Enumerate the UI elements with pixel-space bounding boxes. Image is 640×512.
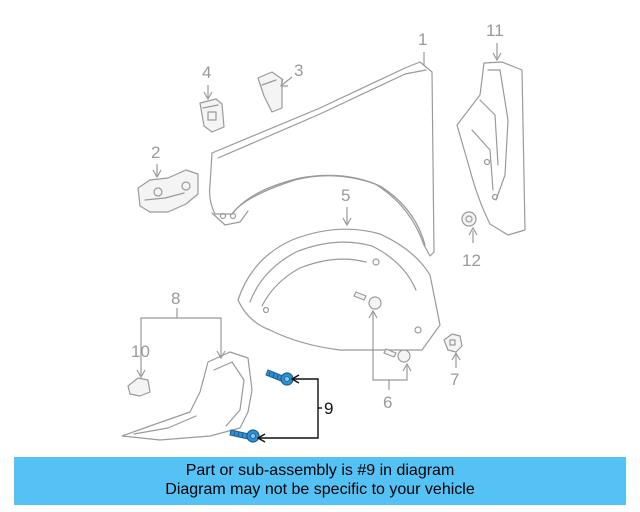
- callout-6: 6: [383, 393, 392, 412]
- callout-12: 12: [462, 251, 481, 270]
- fender-part-1[interactable]: [208, 61, 435, 257]
- callout-4: 4: [202, 63, 211, 82]
- bolt-upper: [265, 369, 294, 386]
- bolt-lower: [229, 429, 260, 443]
- fender-liner-part-5[interactable]: [237, 228, 441, 351]
- bracket-part-2[interactable]: [137, 169, 199, 213]
- callout-3: 3: [294, 61, 303, 80]
- info-banner: Part or sub-assembly is #9 in diagram Di…: [14, 457, 626, 505]
- callout-11: 11: [486, 21, 504, 40]
- side-seal-part-11[interactable]: [456, 61, 526, 236]
- callout-1: 1: [418, 30, 427, 49]
- lower-shield-part-8[interactable]: [121, 351, 253, 441]
- callout-5: 5: [341, 186, 350, 205]
- callout-8: 8: [171, 289, 180, 308]
- callout-9: 9: [324, 399, 333, 418]
- clip-part-10[interactable]: [127, 377, 151, 397]
- callout-10: 10: [131, 342, 150, 361]
- clip-part-12[interactable]: [461, 211, 477, 227]
- callout-7: 7: [450, 370, 459, 389]
- highlighted-bolt-part-9[interactable]: [229, 369, 294, 443]
- banner-line-2: Diagram may not be specific to your vehi…: [165, 481, 475, 498]
- bracket-part-4[interactable]: [199, 98, 225, 133]
- banner-line-1: Part or sub-assembly is #9 in diagram: [185, 462, 455, 479]
- bolt-part-6[interactable]: [353, 291, 411, 363]
- bracket-part-3[interactable]: [257, 71, 283, 113]
- callout-2: 2: [151, 143, 160, 162]
- clip-part-7[interactable]: [443, 333, 463, 353]
